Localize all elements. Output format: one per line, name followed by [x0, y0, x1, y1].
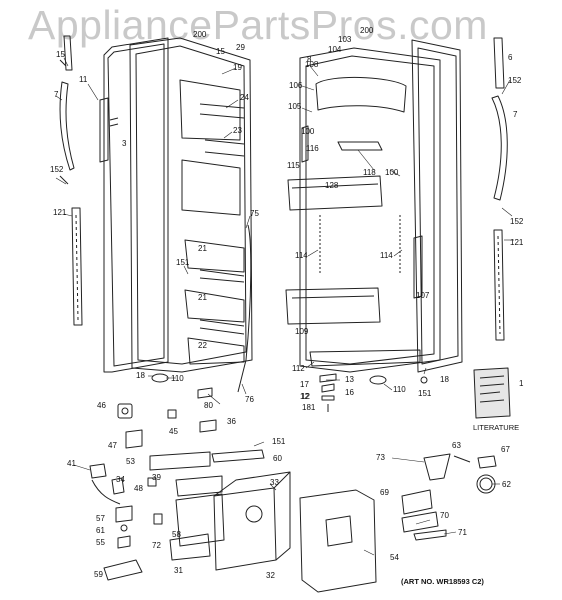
part-callout: 181 — [302, 403, 316, 412]
part-callout: 118 — [363, 168, 376, 177]
part-callout: 11 — [79, 75, 88, 84]
part-callout: 36 — [227, 417, 236, 426]
part-callout: 152 — [510, 217, 524, 226]
part-callout: 33 — [270, 478, 279, 487]
part-callout: 75 — [250, 209, 259, 218]
part-callout: 70 — [440, 511, 449, 520]
part-callout: 47 — [108, 441, 117, 450]
part-callout: 60 — [273, 454, 282, 463]
part-callout: 32 — [266, 571, 275, 580]
part-callout: 121 — [53, 208, 67, 217]
part-callout: 3 — [122, 139, 127, 148]
part-callout: 12 — [301, 392, 310, 401]
freezer-door-outer — [99, 37, 169, 373]
part-callout: 200 — [193, 30, 207, 39]
part-callout: 29 — [236, 43, 245, 52]
part-callout: 103 — [338, 35, 352, 44]
part-callout: 151 — [418, 389, 432, 398]
part-callout: 151 — [176, 258, 190, 267]
part-callout: 114 — [380, 251, 393, 260]
part-callout: 41 — [67, 459, 76, 468]
part-callout: 45 — [169, 427, 178, 436]
part-callout: 17 — [300, 380, 309, 389]
part-callout: 59 — [94, 570, 103, 579]
art-number: (ART NO. WR18593 C2) — [401, 577, 484, 586]
part-callout: 57 — [96, 514, 105, 523]
part-callout: 62 — [502, 480, 511, 489]
part-callout: 18 — [440, 375, 449, 384]
part-callout: 72 — [152, 541, 161, 550]
part-callout: 61 — [96, 526, 105, 535]
part-callout: 114 — [295, 251, 308, 260]
part-callout: 109 — [295, 327, 309, 336]
callout-labels: 15 7 11 3 152 121 200 15 29 19 24 23 75 … — [50, 26, 524, 580]
part-callout: 100 — [385, 168, 399, 177]
part-callout: 151 — [272, 437, 286, 446]
part-callout: 67 — [501, 445, 510, 454]
part-callout: 7 — [54, 90, 59, 99]
part-callout: 58 — [172, 530, 181, 539]
dispenser-components — [89, 403, 497, 593]
part-callout: 7 — [513, 110, 518, 119]
part-callout: 22 — [198, 341, 207, 350]
part-callout: 80 — [204, 401, 213, 410]
handle-trim-right — [491, 37, 508, 341]
part-callout: 63 — [452, 441, 461, 450]
part-callout: 16 — [345, 388, 354, 397]
part-callout: 73 — [376, 453, 385, 462]
leader-lines — [55, 57, 514, 556]
part-callout: 31 — [174, 566, 183, 575]
part-callout: 6 — [508, 53, 513, 62]
part-callout: 112 — [292, 364, 305, 373]
literature-label: LITERATURE — [473, 423, 519, 432]
part-callout: 21 — [198, 293, 207, 302]
part-callout: 106 — [289, 81, 303, 90]
part-callout: 15 — [56, 50, 65, 59]
part-callout: 15 — [216, 47, 225, 56]
part-callout: 104 — [328, 45, 342, 54]
part-callout: 121 — [510, 238, 524, 247]
freezer-door-liner — [129, 37, 253, 393]
part-callout: 1 — [519, 379, 524, 388]
part-callout: 23 — [233, 126, 242, 135]
part-callout: 18 — [136, 371, 145, 380]
part-callout: 108 — [305, 60, 319, 69]
part-callout: 76 — [245, 395, 254, 404]
part-callout: 115 — [287, 161, 300, 170]
part-callout: 54 — [390, 553, 399, 562]
watermark: AppliancePartsPros.com — [28, 2, 488, 48]
part-callout: 48 — [134, 484, 143, 493]
part-callout: 110 — [393, 385, 406, 394]
part-callout: 69 — [380, 488, 389, 497]
literature-booklet — [473, 367, 511, 419]
part-callout: 24 — [240, 93, 249, 102]
part-callout: 152 — [50, 165, 64, 174]
part-callout: 13 — [345, 375, 354, 384]
handle-trim-left — [59, 35, 83, 326]
part-callout: 55 — [96, 538, 105, 547]
part-callout: 128 — [325, 181, 339, 190]
part-callout: 105 — [288, 102, 302, 111]
part-callout: 21 — [198, 244, 207, 253]
part-callout: 107 — [416, 291, 430, 300]
part-callout: 200 — [360, 26, 374, 35]
part-callout: 12 — [300, 392, 309, 401]
fresh-food-door-outer — [411, 39, 463, 373]
part-callout: 152 — [508, 76, 522, 85]
part-callout: 46 — [97, 401, 106, 410]
part-callout: 19 — [233, 63, 242, 72]
part-callout: 8 — [307, 55, 312, 64]
part-callout: 34 — [116, 475, 125, 484]
part-callout: 53 — [126, 457, 135, 466]
part-callout: 110 — [171, 374, 184, 383]
part-callout: 116 — [306, 144, 319, 153]
part-callout: 100 — [301, 127, 315, 136]
part-callout: 71 — [458, 528, 467, 537]
small-hardware — [151, 373, 428, 412]
part-callout: 39 — [152, 473, 161, 482]
